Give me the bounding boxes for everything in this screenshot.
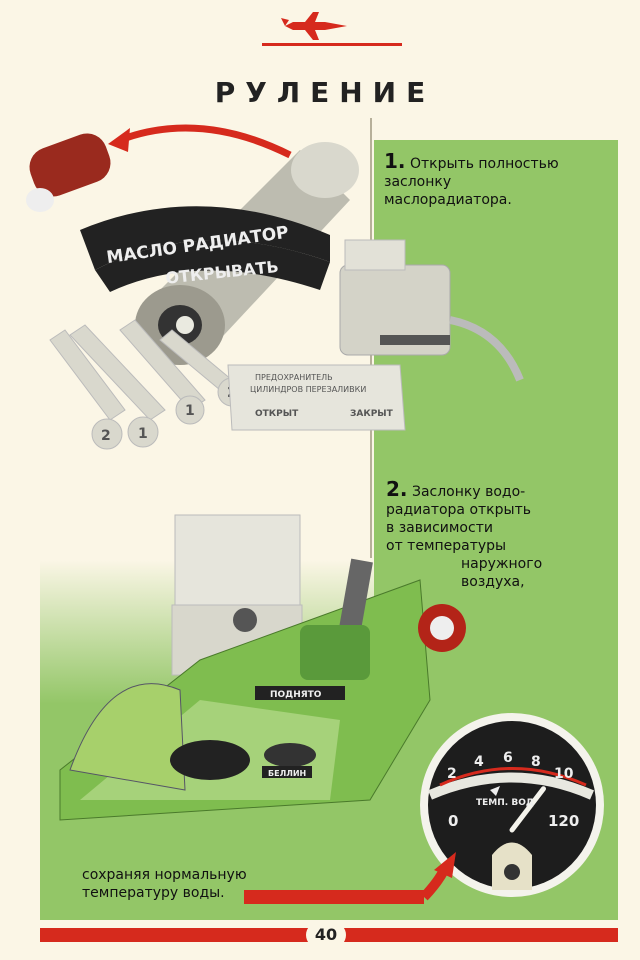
closing-text: сохраняя нормальную температуру воды. xyxy=(82,866,302,902)
step-1-line-1: Открыть полностью xyxy=(409,156,559,172)
page-number: 40 xyxy=(306,922,346,948)
lever-number-3: 1 xyxy=(185,403,195,419)
gauge-scale-high: 120 xyxy=(548,812,579,830)
plate-line2: ЦИЛИНДРОВ ПЕРЕЗАЛИВКИ xyxy=(250,385,366,394)
gauge-scale-low: 0 xyxy=(448,812,458,830)
step-2-line-1: Заслонку водо- xyxy=(411,484,526,500)
gauge-needle xyxy=(509,786,546,833)
red-arrow-top xyxy=(118,124,292,159)
page-title: РУЛЕНИЕ xyxy=(214,76,436,109)
step-1-line-3: маслорадиатора. xyxy=(384,192,512,208)
bottom-arrow-shaft xyxy=(244,890,424,904)
primer-device-illustration xyxy=(339,239,524,382)
panel-label: ПОДНЯТО xyxy=(270,690,322,700)
panel-label-plate xyxy=(255,686,345,700)
gauge-tick-4: 4 xyxy=(474,754,484,770)
closing-line-1: сохраняя нормальную xyxy=(82,867,247,883)
knob-label-plate xyxy=(262,766,312,778)
step-2-line-4: от температуры xyxy=(386,538,507,554)
step-1-line-2: заслонку xyxy=(384,174,452,190)
header-rule xyxy=(262,43,402,46)
step-2: 2. Заслонку водо- радиатора открыть в за… xyxy=(386,477,606,591)
step-2-line-6: воздуха, xyxy=(461,574,525,590)
gauge-tick-10: 10 xyxy=(554,766,574,782)
step-1-number: 1. xyxy=(384,149,406,173)
gauge-tick-6: 6 xyxy=(503,750,513,766)
plate-closed: ЗАКРЫТ xyxy=(350,409,394,419)
step-1: 1. Открыть полностью заслонку маслорадиа… xyxy=(384,149,604,209)
lever-group xyxy=(49,319,247,450)
gauge-tick-2: 2 xyxy=(447,766,457,782)
plate-open: ОТКРЫТ xyxy=(255,409,299,419)
gauge-label: ТЕМП. ВОД xyxy=(476,798,534,808)
water-temperature-gauge xyxy=(420,713,604,897)
lever-number-1: 2 xyxy=(101,428,111,444)
knob-label: БЕЛЛИН xyxy=(268,769,306,778)
plate-line1: ПРЕДОХРАНИТЕЛЬ xyxy=(255,373,333,382)
primer-plate xyxy=(227,364,406,431)
step-2-line-5: наружного xyxy=(461,556,543,572)
airplane-icon xyxy=(281,12,347,40)
step-2-number: 2. xyxy=(386,477,408,501)
closing-line-2: температуру воды. xyxy=(82,885,225,901)
gauge-tick-8: 8 xyxy=(531,754,541,770)
step-2-line-2: радиатора открыть xyxy=(386,502,531,518)
step-2-line-3: в зависимости xyxy=(386,520,493,536)
lever-number-2: 1 xyxy=(138,426,148,442)
oil-radiator-sign xyxy=(80,206,330,292)
